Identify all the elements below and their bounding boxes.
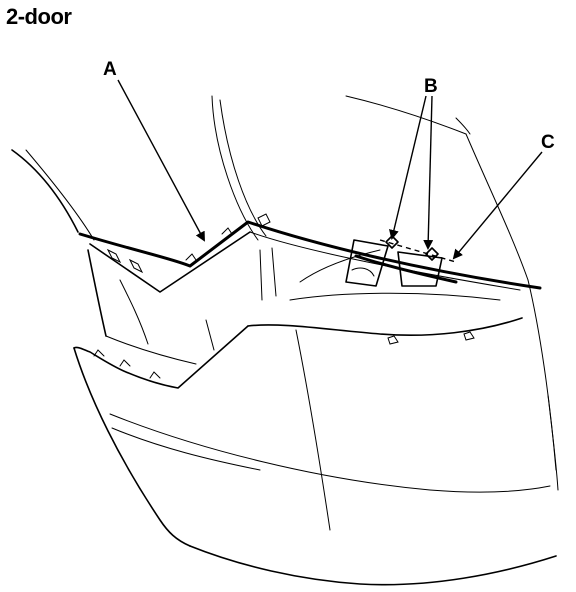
bracket-clips-a [106, 213, 271, 274]
callout-b: B [424, 76, 438, 97]
taillight-mount-area [345, 235, 458, 287]
callout-a: A [103, 59, 117, 80]
clip-b-right [425, 247, 439, 261]
callout-c: C [541, 132, 555, 153]
bumper-cover [73, 249, 557, 586]
callout-leaders [117, 79, 543, 260]
car-body [11, 95, 559, 491]
page-title: 2-door [6, 4, 72, 29]
